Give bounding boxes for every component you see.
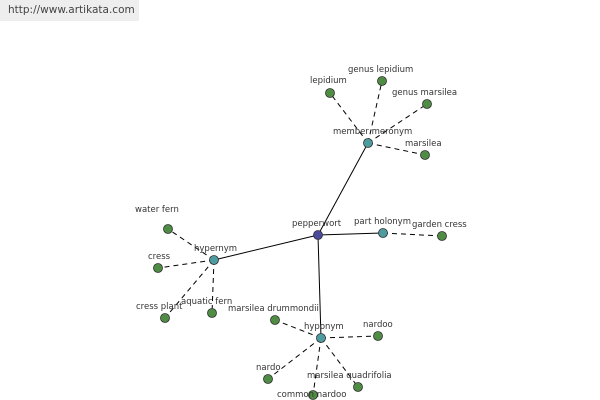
leaf-node-water-fern[interactable]: water fern — [135, 205, 179, 234]
leaf-node-marsilea-quadrifolia-label: marsilea quadrifolia — [307, 371, 392, 381]
leaf-node-common-nardoo[interactable]: common nardoo — [277, 390, 346, 400]
root-node-pepperwort-dot[interactable] — [313, 230, 323, 240]
leaf-node-cress-label: cress — [148, 252, 171, 262]
relation-node-hyponym[interactable]: hyponym — [304, 322, 344, 343]
leaf-node-genus-marsilea[interactable]: genus marsilea — [392, 88, 457, 109]
leaf-node-lepidium[interactable]: lepidium — [310, 76, 347, 98]
edge-member-meronym-genus-marsilea — [367, 103, 428, 144]
leaf-node-cress-plant-label: cress plant — [136, 302, 183, 312]
leaf-node-nardo-dot[interactable] — [263, 374, 273, 384]
relation-node-member-meronym-label: member meronym — [333, 127, 412, 137]
leaf-node-marsilea[interactable]: marsilea — [405, 139, 442, 160]
edge-member-meronym-lepidium — [329, 92, 369, 144]
graph-edges — [157, 80, 443, 396]
relation-node-hyponym-label: hyponym — [304, 322, 344, 332]
leaf-node-water-fern-label: water fern — [135, 205, 179, 215]
edge-root-hyponym — [317, 234, 322, 339]
edge-hypernym-cress-plant — [164, 259, 215, 319]
leaf-node-lepidium-label: lepidium — [310, 76, 347, 86]
relation-node-hypernym[interactable]: hypernym — [194, 244, 237, 265]
leaf-node-marsilea-drummondii-dot[interactable] — [270, 315, 280, 325]
leaf-node-common-nardoo-label: common nardoo — [277, 390, 346, 400]
leaf-node-garden-cress-label: garden cress — [412, 220, 467, 230]
leaf-node-marsilea-quadrifolia[interactable]: marsilea quadrifolia — [307, 371, 392, 392]
leaf-node-cress-plant[interactable]: cress plant — [136, 302, 183, 323]
leaf-node-nardo-label: nardo — [256, 363, 281, 373]
edge-hyponym-marsilea-quadrifolia — [320, 337, 359, 388]
edge-hyponym-common-nardoo — [312, 337, 322, 396]
leaf-node-genus-lepidium[interactable]: genus lepidium — [348, 65, 413, 86]
leaf-node-genus-marsilea-label: genus marsilea — [392, 88, 457, 98]
leaf-node-genus-lepidium-dot[interactable] — [377, 76, 387, 86]
relation-node-hypernym-dot[interactable] — [209, 255, 219, 265]
leaf-node-cress-dot[interactable] — [153, 263, 163, 273]
edge-root-hypernym — [213, 234, 319, 261]
leaf-node-water-fern-dot[interactable] — [163, 224, 173, 234]
relation-node-part-holonym[interactable]: part holonym — [354, 217, 411, 238]
edge-root-part-holonym — [317, 232, 384, 236]
leaf-node-marsilea-label: marsilea — [405, 139, 442, 149]
root-node-pepperwort-label: pepperwort — [292, 219, 342, 229]
edge-member-meronym-genus-lepidium — [367, 80, 383, 144]
leaf-node-aquatic-fern-label: aquatic fern — [181, 297, 232, 307]
leaf-node-nardoo-label: nardoo — [363, 320, 393, 330]
leaf-node-genus-lepidium-label: genus lepidium — [348, 65, 413, 75]
edge-hyponym-nardoo — [320, 335, 379, 339]
leaf-node-aquatic-fern-dot[interactable] — [207, 308, 217, 318]
leaf-node-garden-cress[interactable]: garden cress — [412, 220, 467, 241]
relation-node-part-holonym-label: part holonym — [354, 217, 411, 227]
root-node-pepperwort[interactable]: pepperwort — [292, 219, 342, 240]
leaf-node-marsilea-quadrifolia-dot[interactable] — [353, 382, 363, 392]
leaf-node-cress[interactable]: cress — [148, 252, 171, 273]
leaf-node-aquatic-fern[interactable]: aquatic fern — [181, 297, 232, 318]
edge-member-meronym-marsilea — [367, 142, 426, 156]
leaf-node-marsilea-drummondii-label: marsilea drummondii — [228, 304, 319, 314]
relation-node-hyponym-dot[interactable] — [316, 333, 326, 343]
edge-hypernym-water-fern — [167, 228, 215, 261]
leaf-node-nardoo[interactable]: nardoo — [363, 320, 393, 341]
relation-node-part-holonym-dot[interactable] — [378, 228, 388, 238]
edge-root-member-meronym — [317, 142, 369, 236]
edge-part-holonym-garden-cress — [382, 232, 443, 237]
relation-node-member-meronym[interactable]: member meronym — [333, 127, 412, 148]
relation-node-hypernym-label: hypernym — [194, 244, 237, 254]
site-url-watermark: http://www.artikata.com — [0, 0, 139, 21]
leaf-node-nardo[interactable]: nardo — [256, 363, 281, 384]
leaf-node-lepidium-dot[interactable] — [325, 88, 335, 98]
leaf-node-nardoo-dot[interactable] — [373, 331, 383, 341]
edge-hyponym-nardo — [267, 337, 322, 380]
relation-node-member-meronym-dot[interactable] — [363, 138, 373, 148]
leaf-node-garden-cress-dot[interactable] — [437, 231, 447, 241]
leaf-node-genus-marsilea-dot[interactable] — [422, 99, 432, 109]
leaf-node-cress-plant-dot[interactable] — [160, 313, 170, 323]
edge-hypernym-cress — [157, 259, 215, 269]
leaf-node-marsilea-dot[interactable] — [420, 150, 430, 160]
leaf-node-marsilea-drummondii[interactable]: marsilea drummondii — [228, 304, 319, 325]
